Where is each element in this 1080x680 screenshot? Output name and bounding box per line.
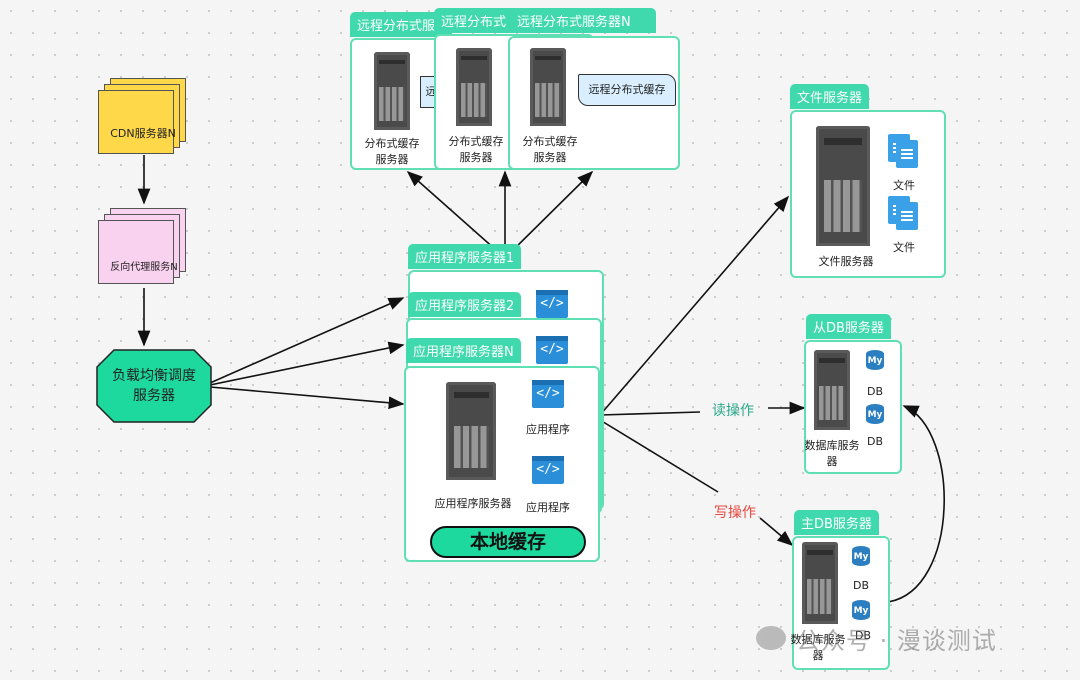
proxy-node: 反向代理服务N xyxy=(98,208,190,288)
watermark-text: 公众号 · 漫谈测试 xyxy=(796,626,997,655)
watermark: 公众号 · 漫谈测试 xyxy=(756,620,997,656)
slave-db-label-2: DB xyxy=(866,435,884,448)
master-db-server-label: 数据库服务 器 xyxy=(786,632,850,664)
edge-app-cache3 xyxy=(504,170,594,259)
label-line: 服务器 xyxy=(375,153,409,166)
file-label-2: 文件 xyxy=(893,241,915,254)
app-label-2: 应用程序 xyxy=(526,501,570,514)
edge-master-slave xyxy=(887,405,945,603)
file-server-card: 文件服务器 文件 文件 xyxy=(790,110,946,278)
app-tag-n: 应用程序服务器N xyxy=(406,338,521,363)
edge-app-slave xyxy=(599,411,701,416)
app-tag-2: 应用程序服务器2 xyxy=(408,292,522,317)
remote-cache-card-3: 远程分布式缓存 分布式缓存 服务器 xyxy=(508,36,680,170)
edge-label-write: 写操作 xyxy=(714,505,756,521)
label-line: 服务器 xyxy=(459,151,493,164)
label-line: 分布式缓存 xyxy=(448,135,504,148)
edge-app-file xyxy=(599,195,790,416)
master-db-card: My DB My DB 数据库服务 器 xyxy=(791,536,890,670)
edge-label-read: 读操作 xyxy=(712,403,754,419)
app-tag-1: 应用程序服务器1 xyxy=(408,244,522,269)
slave-db-server-label: 数据库服务 器 xyxy=(800,438,864,470)
edge-lb-app1 xyxy=(209,297,405,384)
slave-db-tag: 从DB服务器 xyxy=(806,314,891,339)
edge-app-cache1 xyxy=(406,170,506,259)
mysql-icon: My xyxy=(866,350,884,370)
label-line: 器 xyxy=(812,649,824,662)
cache-banner: 远程分布式缓存 xyxy=(578,74,676,106)
lb-label-line1: 负载均衡调度 xyxy=(112,368,196,384)
mysql-icon: My xyxy=(852,600,870,620)
label-line: 器 xyxy=(826,455,838,468)
edge-lb-app2 xyxy=(209,341,405,386)
file-label-1: 文件 xyxy=(893,179,915,192)
master-db-label-1: DB xyxy=(852,579,870,592)
slave-db-card: My DB My DB 数据库服务 器 xyxy=(804,340,902,474)
code-icon: </> xyxy=(536,336,568,364)
remote-cache-server-label-2: 分布式缓存 服务器 xyxy=(436,134,516,166)
mysql-icon: My xyxy=(852,546,870,566)
master-db-label-2: DB xyxy=(854,629,872,642)
master-db-tag: 主DB服务器 xyxy=(794,510,879,535)
app-server-label: 应用程序服务器 xyxy=(434,497,512,510)
file-icon xyxy=(896,140,918,168)
remote-cache-server-label-3: 分布式缓存 服务器 xyxy=(510,134,590,166)
code-icon: </> xyxy=(532,380,564,408)
cdn-label: CDN服务器N xyxy=(110,127,176,140)
lb-label-line2: 服务器 xyxy=(133,388,175,404)
remote-cache-tag-2: 远程分布式 xyxy=(434,8,524,33)
edge-lb-appn xyxy=(209,386,405,410)
edge-app-master xyxy=(599,419,719,493)
wechat-icon xyxy=(756,626,786,650)
code-icon: </> xyxy=(536,290,568,318)
proxy-label: 反向代理服务N xyxy=(110,262,178,273)
cdn-node: CDN服务器N xyxy=(98,78,190,156)
local-cache-pill: 本地缓存 xyxy=(430,526,586,558)
slave-db-label-1: DB xyxy=(866,385,884,398)
label-line: 数据库服务 xyxy=(790,633,846,646)
load-balancer-shape xyxy=(96,349,212,423)
app-label-1: 应用程序 xyxy=(526,423,570,436)
code-icon: </> xyxy=(532,456,564,484)
file-server-label: 文件服务器 xyxy=(818,255,874,268)
remote-cache-server-label-1: 分布式缓存 服务器 xyxy=(352,136,432,168)
label-line: 分布式缓存 xyxy=(364,137,420,150)
label-line: 分布式缓存 xyxy=(522,135,578,148)
mysql-icon: My xyxy=(866,404,884,424)
load-balancer-label: 负载均衡调度 服务器 xyxy=(96,366,212,406)
file-icon xyxy=(896,202,918,230)
label-line: 服务器 xyxy=(533,151,567,164)
file-server-tag: 文件服务器 xyxy=(790,84,870,109)
label-line: 数据库服务 xyxy=(804,439,860,452)
remote-cache-tag-3: 远程分布式服务器N xyxy=(510,8,656,33)
